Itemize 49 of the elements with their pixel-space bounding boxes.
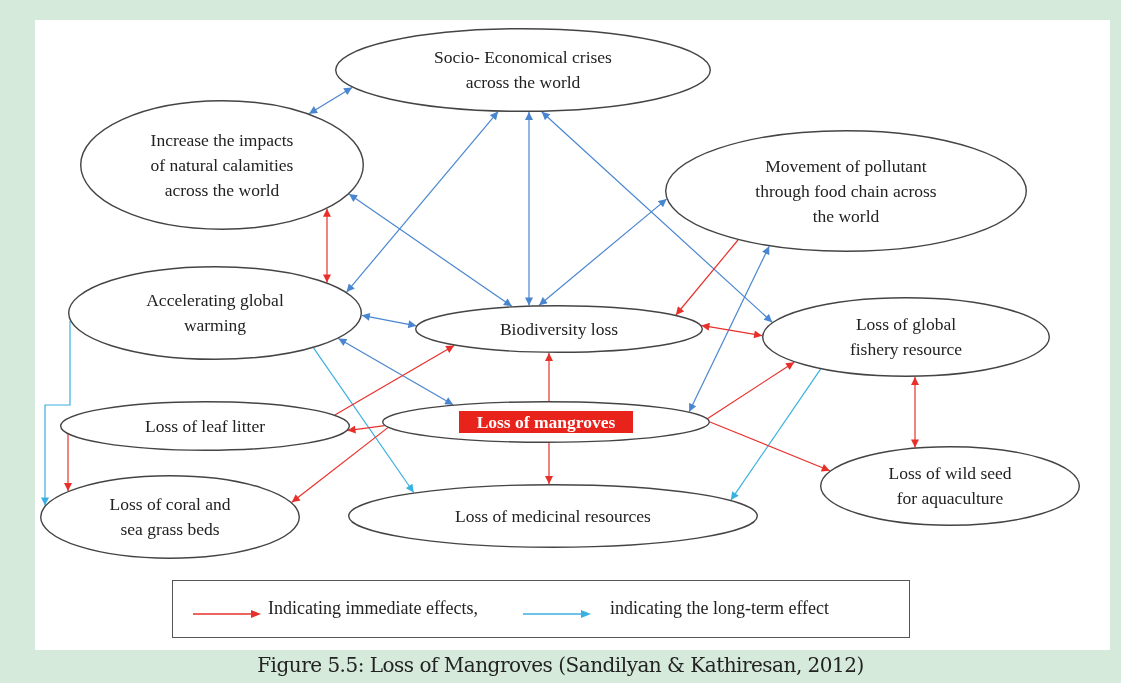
arrow <box>323 208 331 284</box>
arrow <box>709 421 831 472</box>
node-label: Loss of leaf litter <box>145 414 265 438</box>
node-label: Movement of pollutant through food chain across the world <box>754 154 938 228</box>
arrow <box>730 368 822 501</box>
legend-text: indicating the long-term effect <box>610 598 830 619</box>
arrow <box>707 361 795 420</box>
arrow <box>334 344 455 416</box>
arrow <box>545 352 553 402</box>
ellipse-node <box>820 446 1080 526</box>
arrow <box>911 376 919 449</box>
ellipse-node <box>40 475 300 559</box>
arrow <box>538 198 668 306</box>
arrow <box>688 245 770 413</box>
node-label: Loss of global fishery resource <box>848 313 964 361</box>
arrow <box>346 425 386 434</box>
arrow <box>700 322 763 339</box>
ellipse-node <box>762 297 1050 377</box>
ellipse-node <box>68 266 362 360</box>
node-label: Biodiversity loss <box>499 317 619 341</box>
highlighted-label: Loss of mangroves <box>458 411 634 433</box>
arrow <box>41 320 71 507</box>
node-label: Increase the impacts of natural calamities across the world <box>149 128 295 202</box>
arrow <box>308 86 353 115</box>
node-label: Loss of medicinal resources <box>455 504 651 528</box>
arrow <box>291 427 389 503</box>
arrow <box>312 347 415 494</box>
arrow <box>346 111 499 293</box>
arrow <box>545 442 553 485</box>
legend-text: Indicating immediate effects, <box>268 598 479 619</box>
node-label: Socio- Economical crises across the world <box>433 46 613 94</box>
ellipse-node <box>665 130 1027 252</box>
arrow <box>541 111 773 323</box>
ellipse-node <box>80 100 364 230</box>
arrow <box>525 111 533 307</box>
ellipse-node <box>382 401 710 443</box>
ellipse-node <box>348 484 758 548</box>
ellipse-node <box>415 305 703 353</box>
arrow <box>348 193 513 307</box>
ellipse-node <box>335 28 711 112</box>
figure-caption: Figure 5.5: Loss of Mangroves (Sandilyan & Kathiresan, 2012) <box>256 653 865 677</box>
arrow <box>337 337 454 406</box>
arrow <box>64 433 72 492</box>
node-label: Accelerating global warming <box>145 289 285 337</box>
arrow <box>675 239 739 316</box>
arrow <box>361 312 417 329</box>
node-label: Loss of wild seed for aquaculture <box>887 462 1013 510</box>
node-label: Loss of coral and sea grass beds <box>108 493 232 541</box>
ellipse-node <box>60 401 350 451</box>
